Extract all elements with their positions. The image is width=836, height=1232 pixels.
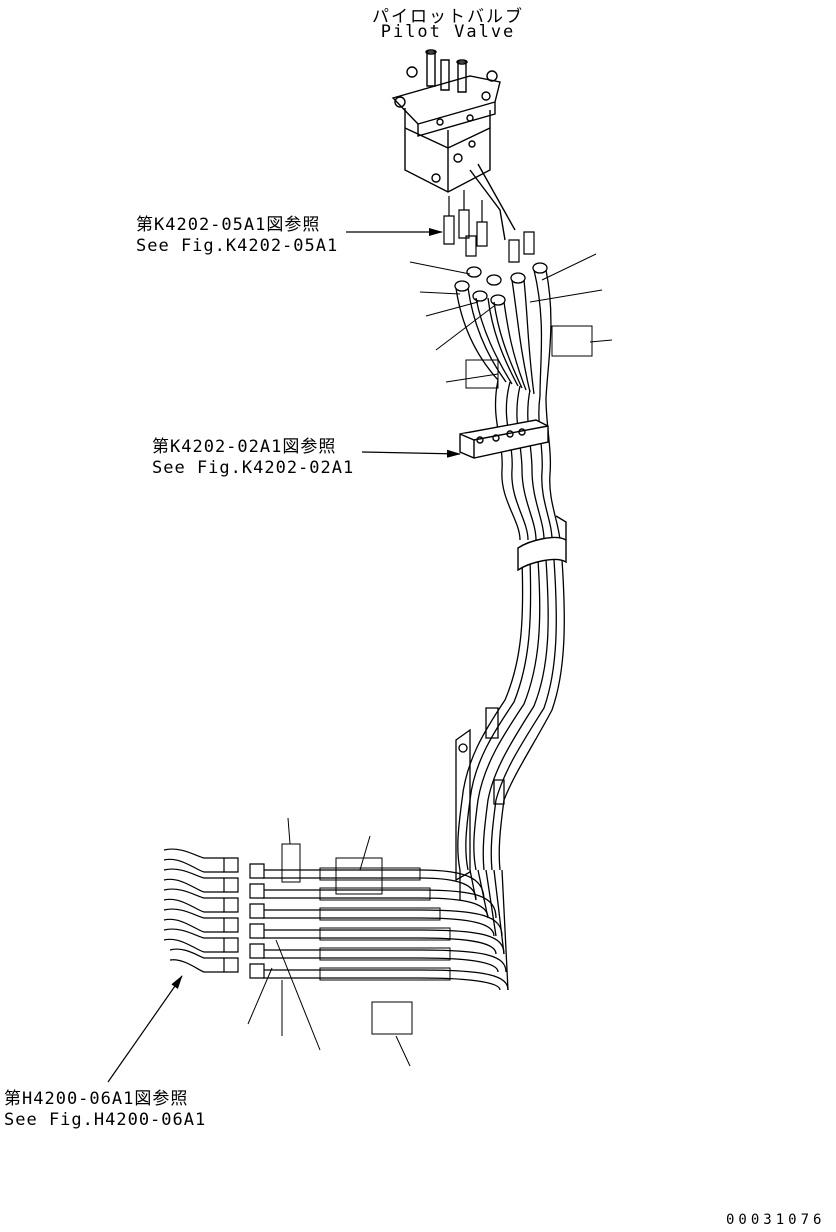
drawing-number: 00031076 xyxy=(726,1212,826,1228)
ref-k4202-05a1-jp: 第K4202-05A1図参照 xyxy=(136,215,321,235)
title-jp: パイロットバルブ xyxy=(372,7,524,27)
ref-k4202-02a1-en: See Fig.K4202-02A1 xyxy=(152,458,355,478)
valve-fittings xyxy=(444,190,534,262)
arrow-ref-h4200-06a1 xyxy=(108,975,183,1082)
ref-k4202-02a1-jp: 第K4202-02A1図参照 xyxy=(152,437,337,457)
clamp-block xyxy=(460,420,548,458)
ref-h4200-06a1-jp: 第H4200-06A1図参照 xyxy=(4,1089,189,1109)
arrow-ref-k4202-02a1 xyxy=(362,449,461,458)
band-clamp xyxy=(518,516,566,570)
ref-h4200-06a1-en: See Fig.H4200-06A1 xyxy=(4,1110,207,1130)
protective-sleeves xyxy=(320,868,450,980)
ref-k4202-05a1-en: See Fig.K4202-05A1 xyxy=(136,236,339,256)
title-en: Pilot Valve xyxy=(380,22,516,42)
hose-bundle xyxy=(456,270,564,870)
lower-hoses xyxy=(262,870,508,990)
left-hose-stubs xyxy=(164,849,224,972)
tags-and-leaders xyxy=(248,254,612,1066)
pilot-valve xyxy=(393,50,515,240)
upper-hose-ends xyxy=(455,263,547,305)
lower-fittings xyxy=(224,858,264,978)
reference-arrows xyxy=(108,228,461,1082)
